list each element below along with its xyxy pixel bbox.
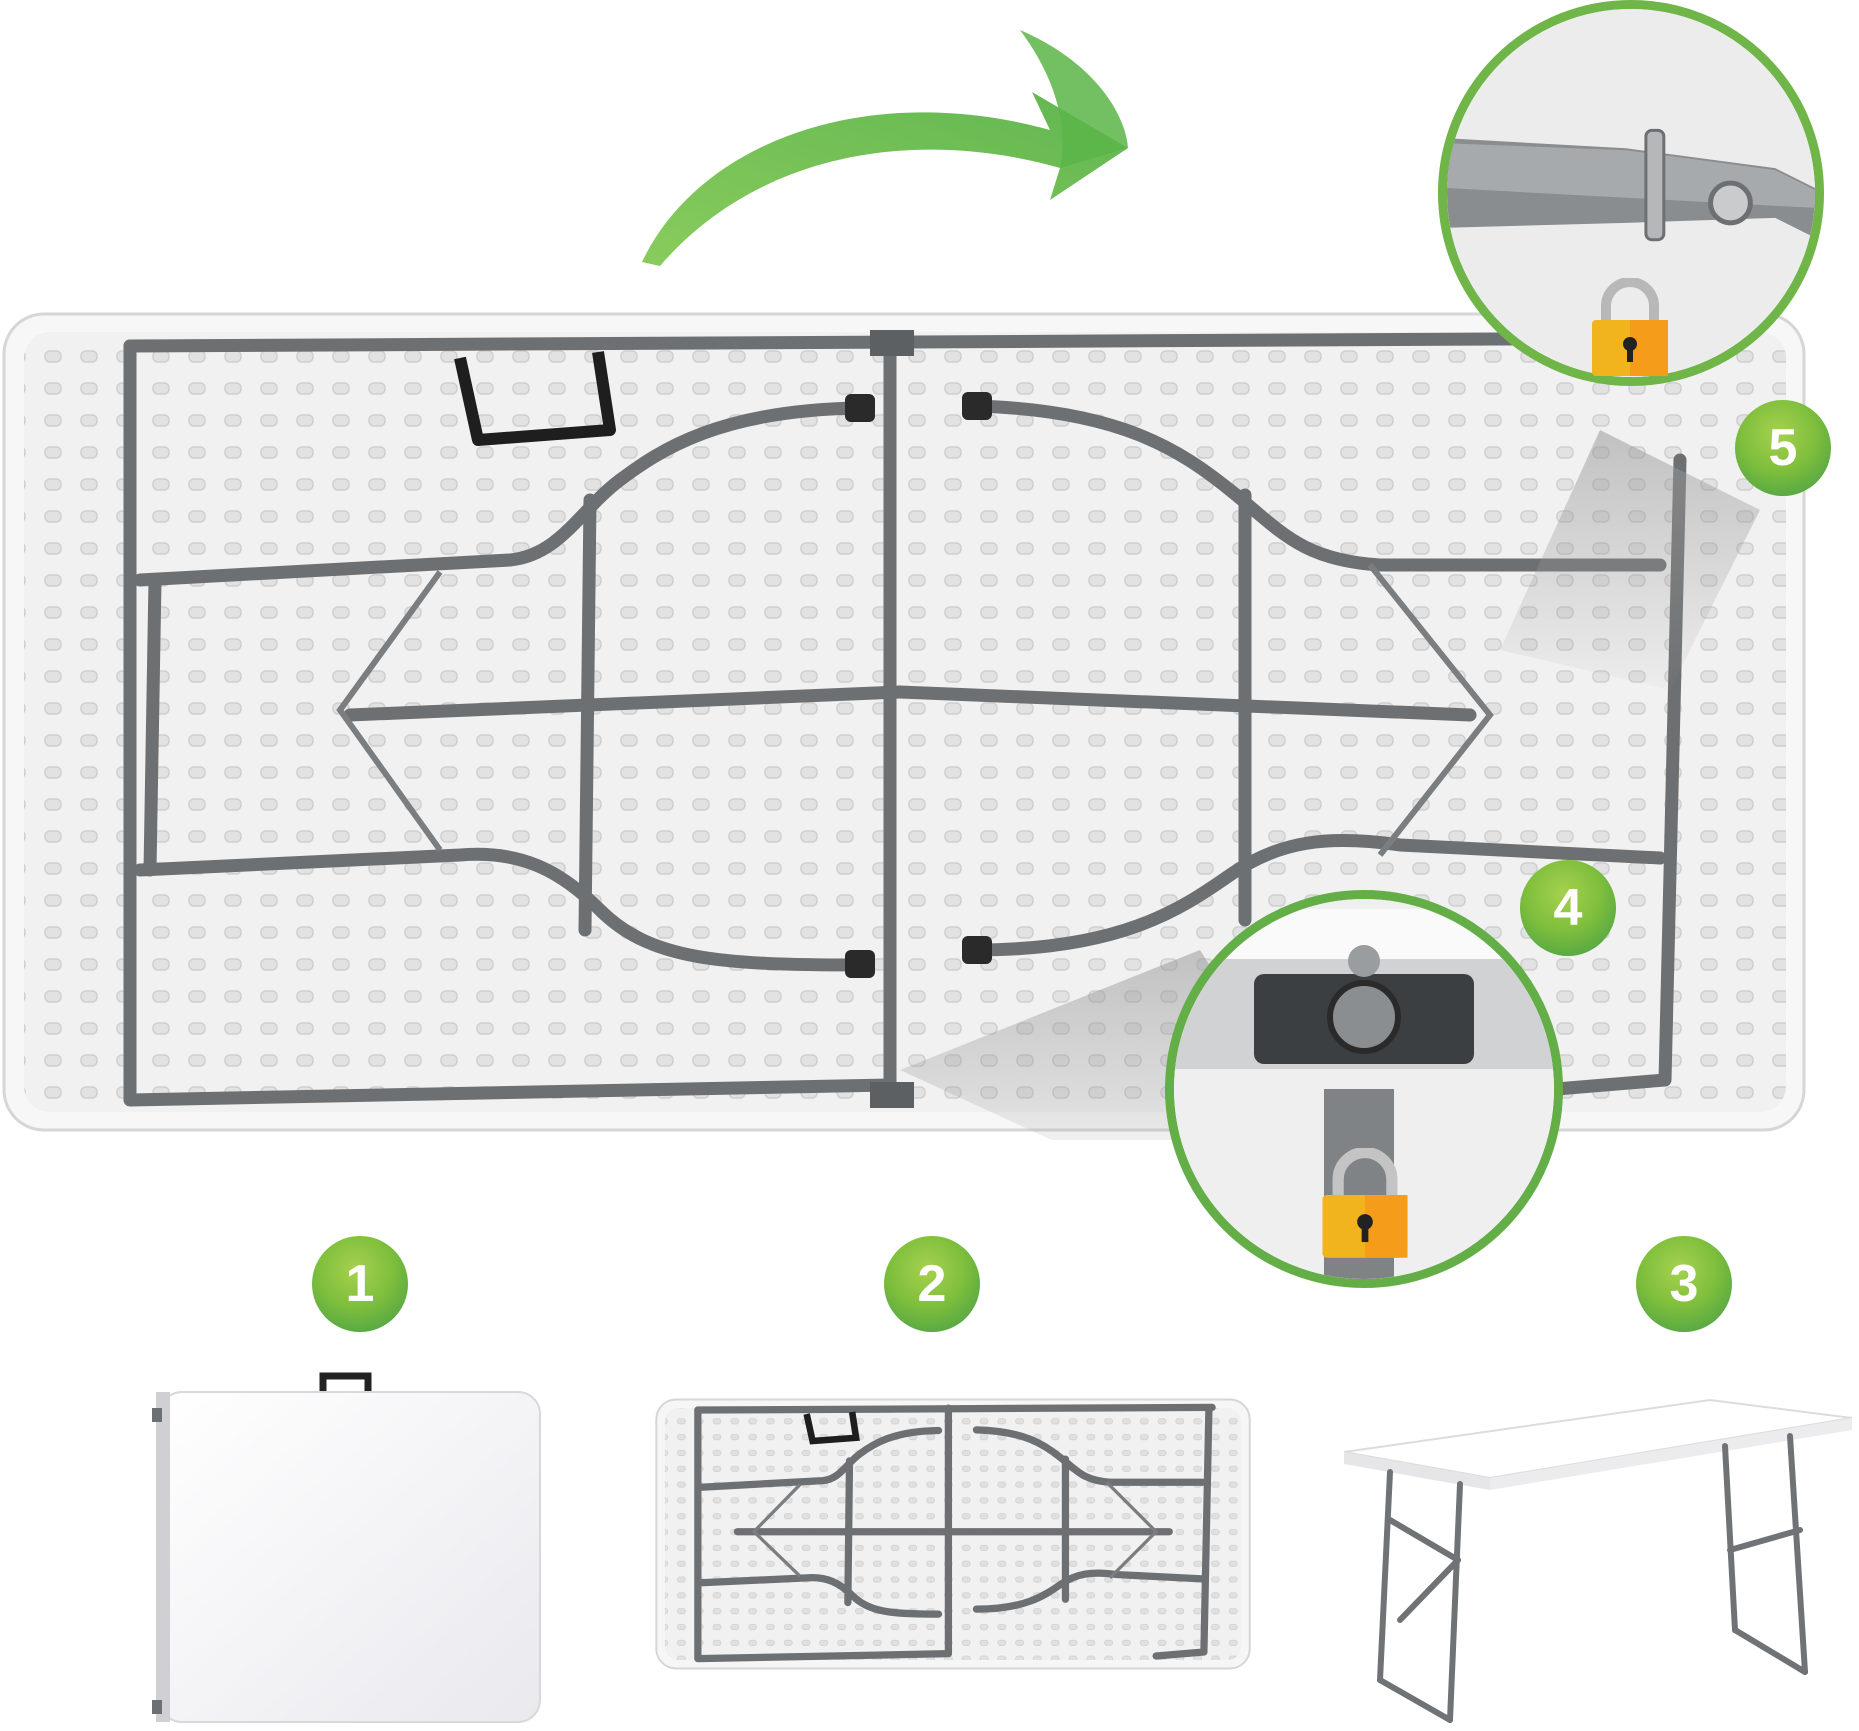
padlock-icon [1592,278,1668,376]
unfolded-table-underside-image [655,1398,1251,1670]
step-badge-3: 3 [1636,1236,1732,1332]
step-badge-4: 4 [1520,860,1616,956]
padlock-icon [1322,1148,1408,1258]
step-badge-5: 5 [1735,400,1831,496]
folded-table-image [152,1372,541,1723]
step-number: 5 [1768,419,1798,477]
step-badge-1: 1 [312,1236,408,1332]
step-number: 4 [1553,879,1583,937]
step-number: 3 [1669,1255,1699,1313]
step-number: 2 [917,1255,947,1313]
step-number: 1 [345,1255,375,1313]
standing-table-image [1343,1398,1853,1723]
step-badge-2: 2 [884,1236,980,1332]
curved-arrow-icon [642,30,1128,266]
